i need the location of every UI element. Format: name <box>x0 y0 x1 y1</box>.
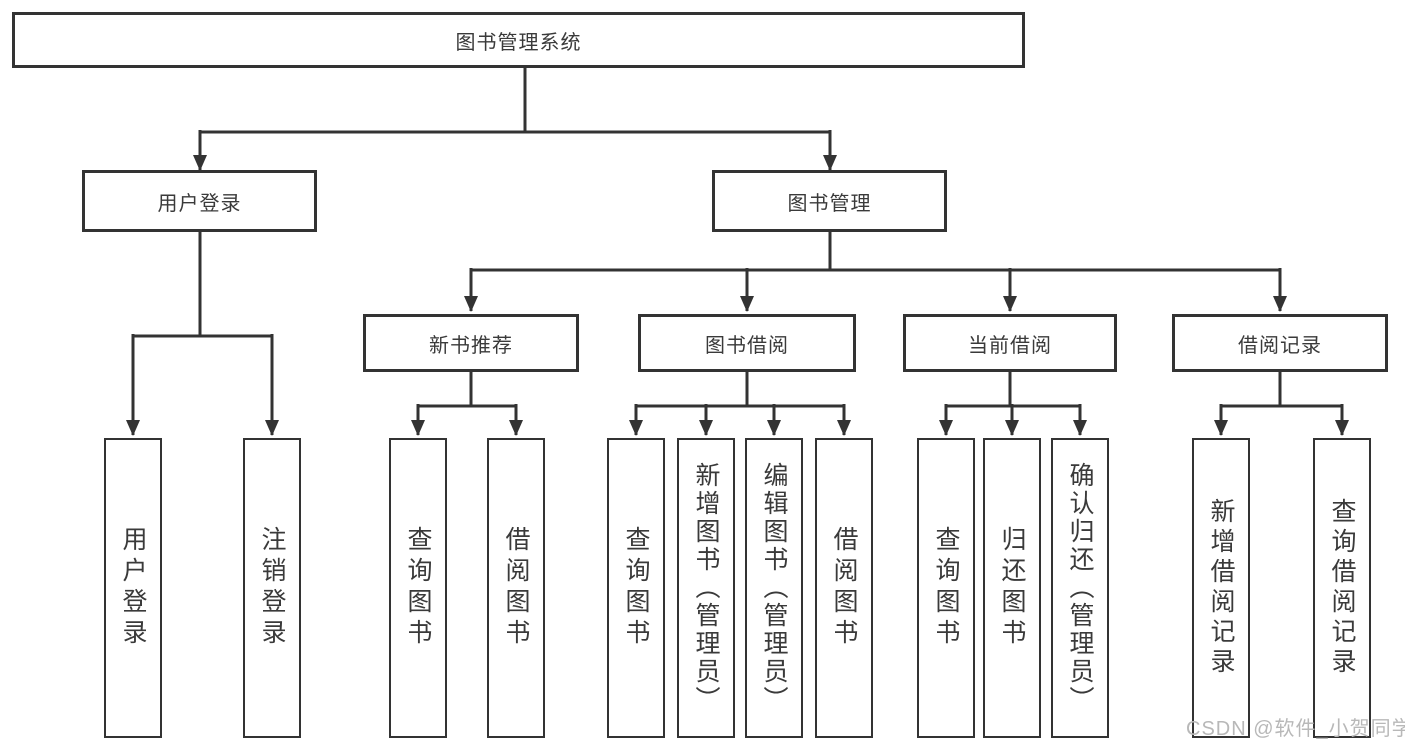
node-user-login: 用户登录 <box>82 170 317 232</box>
leaf-query-books-1: 查询图书 <box>389 438 447 738</box>
leaf-borrow-books-2: 借阅图书 <box>815 438 873 738</box>
leaf-add-borrow-record: 新增借阅记录 <box>1192 438 1250 738</box>
current-borrow-connector <box>946 372 1080 408</box>
new-book-connector <box>418 372 516 408</box>
node-new-book-recommend: 新书推荐 <box>363 314 579 372</box>
node-current-borrow: 当前借阅 <box>903 314 1117 372</box>
leaf-query-books-2: 查询图书 <box>607 438 665 738</box>
leaf-edit-book-admin: 编辑图书（管理员） <box>745 438 803 738</box>
book-mgmt-connector <box>471 232 1280 272</box>
book-borrow-connector <box>636 372 844 408</box>
borrow-record-connector <box>1221 372 1342 408</box>
root-connector <box>200 68 830 134</box>
watermark: CSDN @软件_小贺同学 <box>1186 718 1405 740</box>
node-borrow-record: 借阅记录 <box>1172 314 1388 372</box>
leaf-user-login: 用户登录 <box>104 438 162 738</box>
leaf-confirm-return-admin: 确认归还（管理员） <box>1051 438 1109 738</box>
leaf-return-book: 归还图书 <box>983 438 1041 738</box>
node-root: 图书管理系统 <box>12 12 1025 68</box>
leaf-query-borrow-record: 查询借阅记录 <box>1313 438 1371 738</box>
leaf-logout: 注销登录 <box>243 438 301 738</box>
user-login-connector <box>133 232 272 338</box>
leaf-borrow-books-1: 借阅图书 <box>487 438 545 738</box>
leaf-query-books-3: 查询图书 <box>917 438 975 738</box>
node-book-management: 图书管理 <box>712 170 947 232</box>
node-book-borrow: 图书借阅 <box>638 314 856 372</box>
leaf-add-book-admin: 新增图书（管理员） <box>677 438 735 738</box>
